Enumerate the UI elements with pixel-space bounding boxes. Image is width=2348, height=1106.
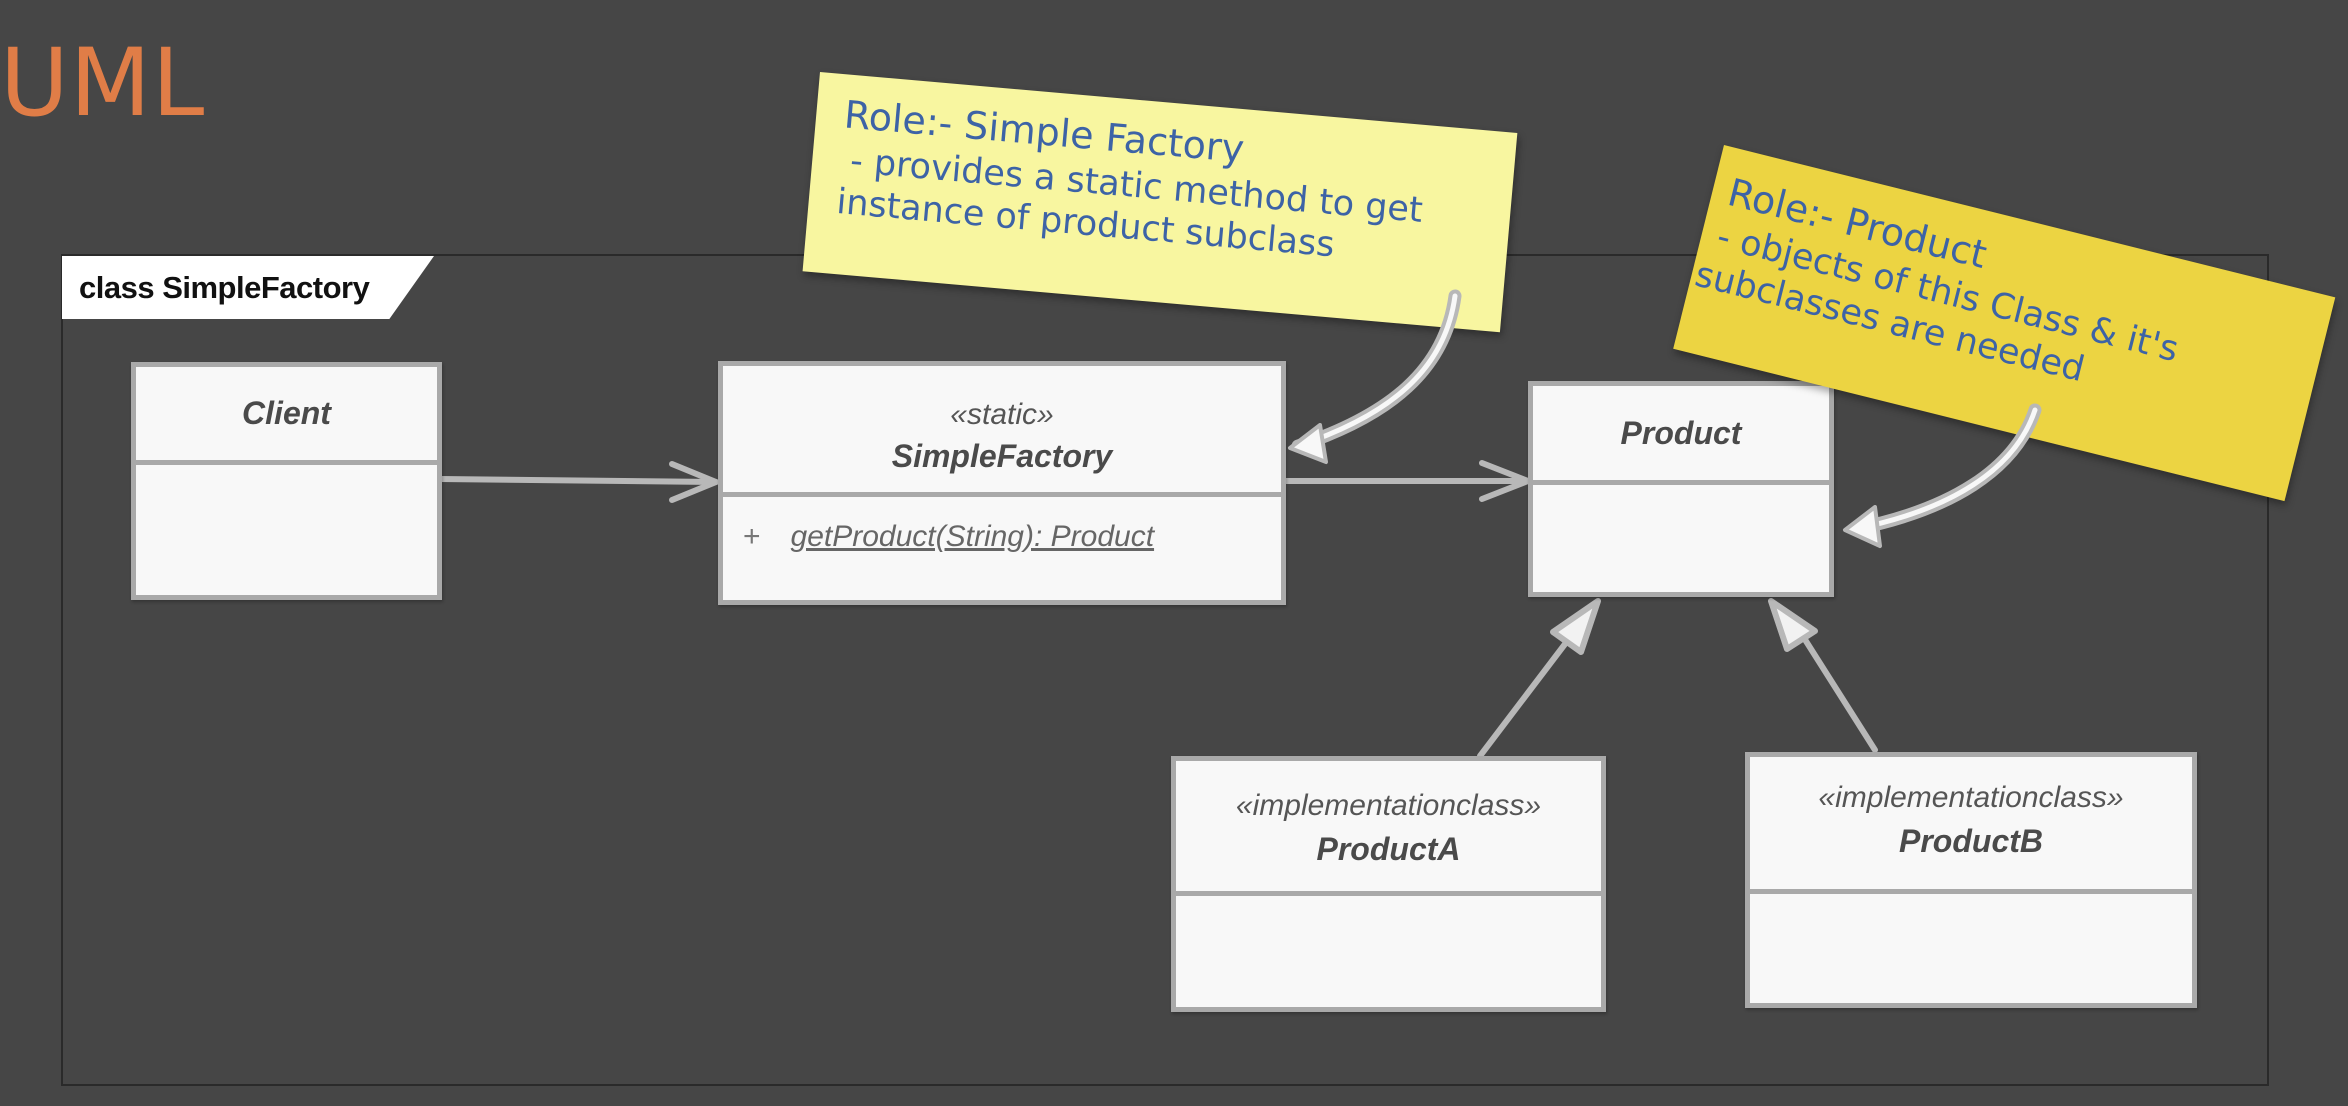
- class-stereotype: «static»: [950, 398, 1054, 431]
- arrowhead-client-factory: [669, 461, 719, 503]
- frame-label: class SimpleFactory: [62, 256, 434, 319]
- class-name: ProductA: [1316, 831, 1461, 867]
- association-client-factory: [437, 476, 719, 485]
- class-stereotype: «implementationclass»: [1235, 789, 1542, 822]
- generalization-a-line: [1477, 641, 1568, 759]
- class-stereotype: «implementationclass»: [1818, 781, 2124, 814]
- callout-product: [1848, 403, 2042, 536]
- class-name: Product: [1620, 415, 1742, 451]
- callout-simple-factory: [1291, 289, 1462, 453]
- callout-simple-factory-head: [1288, 423, 1328, 464]
- operation-signature: getProduct(String): Product: [790, 520, 1155, 553]
- class-product-a[interactable]: «implementationclass» ProductA: [1171, 756, 1606, 1012]
- class-name: SimpleFactory: [891, 438, 1113, 474]
- slide-title: UML: [0, 29, 206, 138]
- class-product-b[interactable]: «implementationclass» ProductB: [1745, 752, 2197, 1008]
- class-name: ProductB: [1899, 823, 2043, 859]
- operation-visibility: +: [743, 520, 761, 553]
- class-client[interactable]: Client: [131, 362, 442, 600]
- generalization-b-line: [1801, 635, 1878, 753]
- class-product[interactable]: Product: [1528, 381, 1834, 597]
- generalization-b-arrowhead: [1768, 598, 1818, 652]
- generalization-a-arrowhead: [1550, 598, 1601, 655]
- class-name: Client: [242, 395, 331, 431]
- callout-simple-factory: [1295, 293, 1458, 449]
- callout-product-head: [1843, 505, 1882, 548]
- operation-get-product: + getProduct(String): Product: [743, 520, 1154, 554]
- callout-product: [1852, 407, 2038, 532]
- class-simple-factory[interactable]: «static» SimpleFactory + getProduct(Strin…: [718, 361, 1286, 605]
